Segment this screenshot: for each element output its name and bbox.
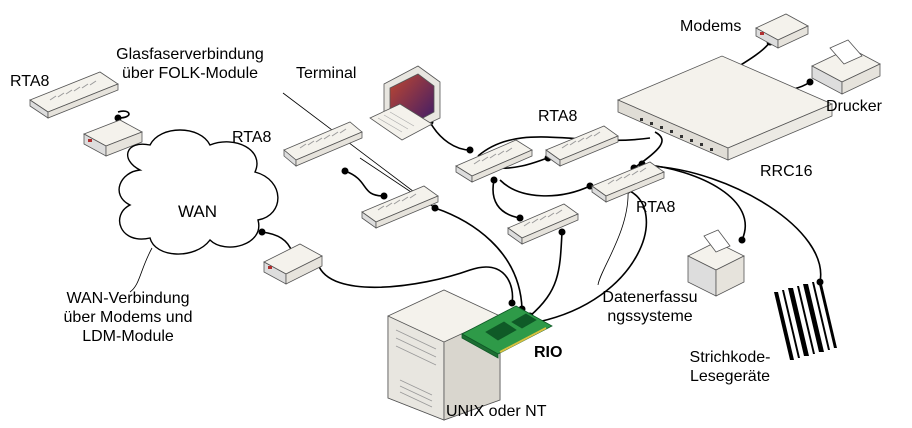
label-wan-verbindung-line2: über Modems und [63,309,193,326]
rio-board [461,305,553,359]
wan-cloud [118,129,279,255]
label-wan: WAN [178,202,218,221]
cable-modem-rio [317,263,514,304]
label-rta8-right: RTA8 [636,199,676,216]
cable-wan-modem [261,231,293,253]
barcode-reader [774,280,837,360]
label-rta8-center-left: RTA8 [232,129,272,146]
cable-rta8-rio [434,207,523,310]
cable-lower-rio [529,231,563,317]
cable-rta8-modem [117,110,130,119]
cable-center-lower [492,179,521,219]
cable-rta8-rta8 [344,170,385,197]
label-glasfaser-line1: Glasfaserverbindung [116,46,264,63]
label-rio: RIO [534,344,563,361]
daten-callout-line [597,189,629,286]
printer-device [811,39,881,95]
rta8-device-lower-center [507,203,579,245]
label-rrc16: RRC16 [760,163,813,180]
label-wan-verbindung-line1: WAN-Verbindung [66,290,190,307]
terminal-device [369,65,441,141]
label-terminal: Terminal [296,65,357,82]
rrc16-device [616,55,834,161]
cable-lines [117,41,822,323]
label-drucker: Drucker [826,98,883,115]
cable-center-rrc [477,136,651,157]
label-strichkode-line2: Lesegeräte [689,368,771,385]
modem-device-top-left [83,119,143,157]
cable-terminal [429,121,471,151]
rta8-device-top-left [29,71,119,119]
label-wan-verbindung-line3: LDM-Module [82,328,174,345]
label-rta8-top-left: RTA8 [10,73,50,90]
label-daten-line1: Datenerfassu [602,289,698,306]
server-tower [387,289,501,421]
modem-device-top-right [755,13,809,49]
rta8-device-mid-left [283,121,363,167]
label-rta8-mid: RTA8 [538,108,578,125]
label-strichkode-line1: Strichkode- [689,349,771,366]
label-modems: Modems [680,18,742,35]
rta8-device-right [591,161,665,203]
cable-right-rio [537,189,648,323]
rta8-device-center [455,139,533,183]
fiber-line-1 [282,92,439,211]
data-capture-device [687,229,745,297]
modem-device-lower [263,243,323,285]
label-unix: UNIX oder NT [446,403,547,420]
cable-rrc-barcode [649,165,822,283]
rta8-device-mid [545,125,619,167]
label-daten-line2: ngssysteme [607,308,693,325]
cable-center-rta8right [499,179,591,197]
rta8-device-mid-left-lower [361,185,439,229]
wan-callout-line [129,247,153,293]
label-glasfaser-line2: über FOLK-Module [121,65,259,82]
